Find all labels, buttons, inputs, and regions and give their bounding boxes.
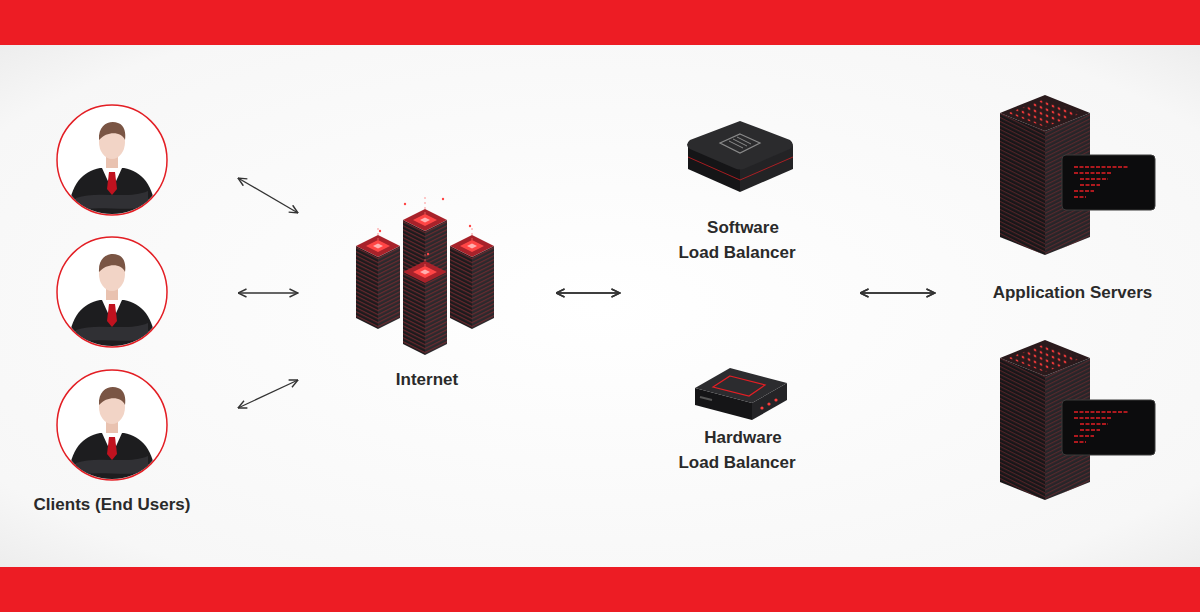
bottom-band [0,567,1200,612]
bidirectional-arrow [556,292,620,293]
node-label: Hardware Load Balancer [675,425,799,475]
top-band [0,0,1200,45]
internet-cloud: Internet [298,190,556,395]
client-avatar [57,370,167,487]
glow-lines [378,196,472,266]
application-server [1000,95,1155,255]
bidirectional-arrow [860,292,935,293]
client-avatar [57,237,167,354]
bidirectional-arrow [238,178,298,213]
internet-cluster [356,196,494,355]
bidirectional-arrow [238,380,298,408]
hardware-balancer-icon [695,368,787,420]
node-label: Software Load Balancer [675,215,799,265]
application-server [1000,340,1155,500]
application-servers: Application Servers [935,85,1200,510]
client-avatar [57,105,167,222]
glow-sparks [379,198,471,255]
bidirectional-arrow [556,292,620,293]
node-label: Internet [298,367,556,392]
hardware-balancer: Hardware Load Balancer [620,293,860,480]
software-balancer-icon [687,121,793,192]
software-balancer: Software Load Balancer [620,110,860,293]
client-group: Clients (End Users) [0,100,238,525]
server-tower [403,261,447,355]
server-tower [356,235,400,329]
bidirectional-arrow [860,292,935,293]
node-label: Application Servers [940,280,1200,305]
server-tower [450,235,494,329]
background [0,45,1200,567]
bidirectional-arrow [238,292,298,293]
node-label: Clients (End Users) [0,492,224,517]
